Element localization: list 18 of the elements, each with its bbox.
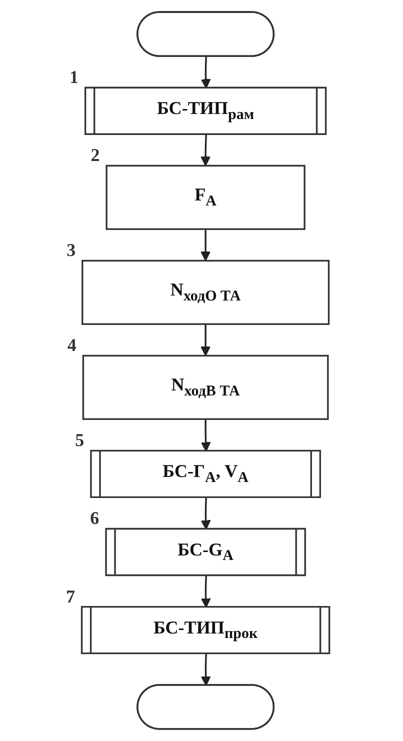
arrow xyxy=(200,419,211,452)
node-box: N$_{ходВ ТА}$ xyxy=(82,354,329,420)
step-number: 2 xyxy=(90,145,100,166)
arrow xyxy=(200,134,210,166)
node-box: N$_{ходО ТА}$ xyxy=(81,260,330,325)
arrow xyxy=(200,229,210,262)
step-number: 6 xyxy=(90,508,100,528)
arrow xyxy=(200,498,211,530)
step-number: 7 xyxy=(66,586,75,606)
arrow xyxy=(200,56,211,89)
arrow xyxy=(200,576,211,608)
arrow xyxy=(200,654,211,686)
node-box: F$_{A}$ xyxy=(106,164,306,230)
step-number: 3 xyxy=(66,240,76,260)
step-number: 1 xyxy=(69,67,78,88)
arrow xyxy=(200,324,210,356)
step-number: 4 xyxy=(67,335,76,356)
step-number: 5 xyxy=(74,430,84,450)
